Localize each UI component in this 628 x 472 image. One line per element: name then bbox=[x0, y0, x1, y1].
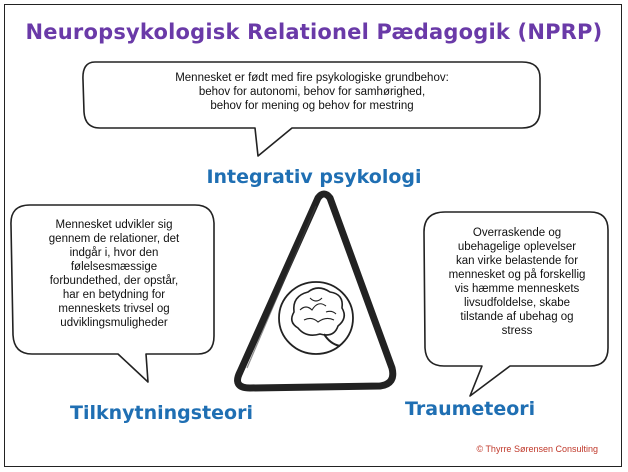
heading-traumeteori: Traumeteori bbox=[405, 398, 536, 420]
page-title: Neuropsykologisk Relationel Pædagogik (N… bbox=[25, 20, 603, 44]
left-bubble-line: følelsesmæssige bbox=[70, 261, 158, 273]
slide-frame bbox=[4, 4, 622, 467]
right-bubble-line: ubehagelige oplevelser bbox=[457, 241, 577, 253]
left-bubble-line: Mennesket udvikler sig bbox=[55, 219, 173, 231]
left-bubble-line: forbundethed, der opstår, bbox=[49, 275, 179, 287]
heading-tilknytningsteori: Tilknytningsteori bbox=[70, 402, 253, 424]
right-bubble-line: mennesket og på forskellig bbox=[448, 269, 586, 281]
right-bubble-line: Overraskende og bbox=[472, 227, 562, 239]
top-bubble-line: Mennesket er født med fire psykologiske … bbox=[175, 72, 449, 84]
right-bubble-line: kan virke belastende for bbox=[455, 255, 579, 267]
left-speech-bubble bbox=[10, 204, 215, 383]
central-triangle bbox=[234, 190, 397, 392]
right-bubble-line: livsudfoldelse, skabe bbox=[463, 297, 571, 309]
right-bubble-text: Overraskende og ubehagelige oplevelser k… bbox=[428, 226, 606, 338]
right-bubble-line: tilstande af ubehag og bbox=[460, 311, 574, 323]
brain-icon bbox=[278, 281, 354, 355]
right-speech-bubble bbox=[423, 211, 609, 397]
copyright-notice: © Thyrre Sørensen Consulting bbox=[476, 444, 598, 454]
left-bubble-text: Mennesket udvikler sig gennem de relatio… bbox=[16, 218, 212, 330]
top-bubble-line: behov for autonomi, behov for samhørighe… bbox=[198, 86, 426, 98]
left-bubble-line: har en betydning for bbox=[62, 289, 166, 301]
left-bubble-line: indgår i, hvor den bbox=[69, 247, 159, 259]
left-bubble-line: menneskets trivsel og bbox=[58, 303, 170, 315]
top-bubble-text: Mennesket er født med fire psykologiske … bbox=[90, 71, 534, 113]
top-bubble-line: behov for mening og behov for mestring bbox=[210, 100, 414, 112]
left-bubble-line: udviklingsmuligheder bbox=[60, 317, 168, 329]
left-bubble-line: gennem de relationer, det bbox=[48, 233, 180, 245]
top-speech-bubble bbox=[82, 61, 541, 157]
right-bubble-line: stress bbox=[501, 325, 533, 337]
heading-integrativ-psykologi: Integrativ psykologi bbox=[206, 166, 422, 188]
right-bubble-line: vis hæmme menneskets bbox=[454, 283, 580, 295]
